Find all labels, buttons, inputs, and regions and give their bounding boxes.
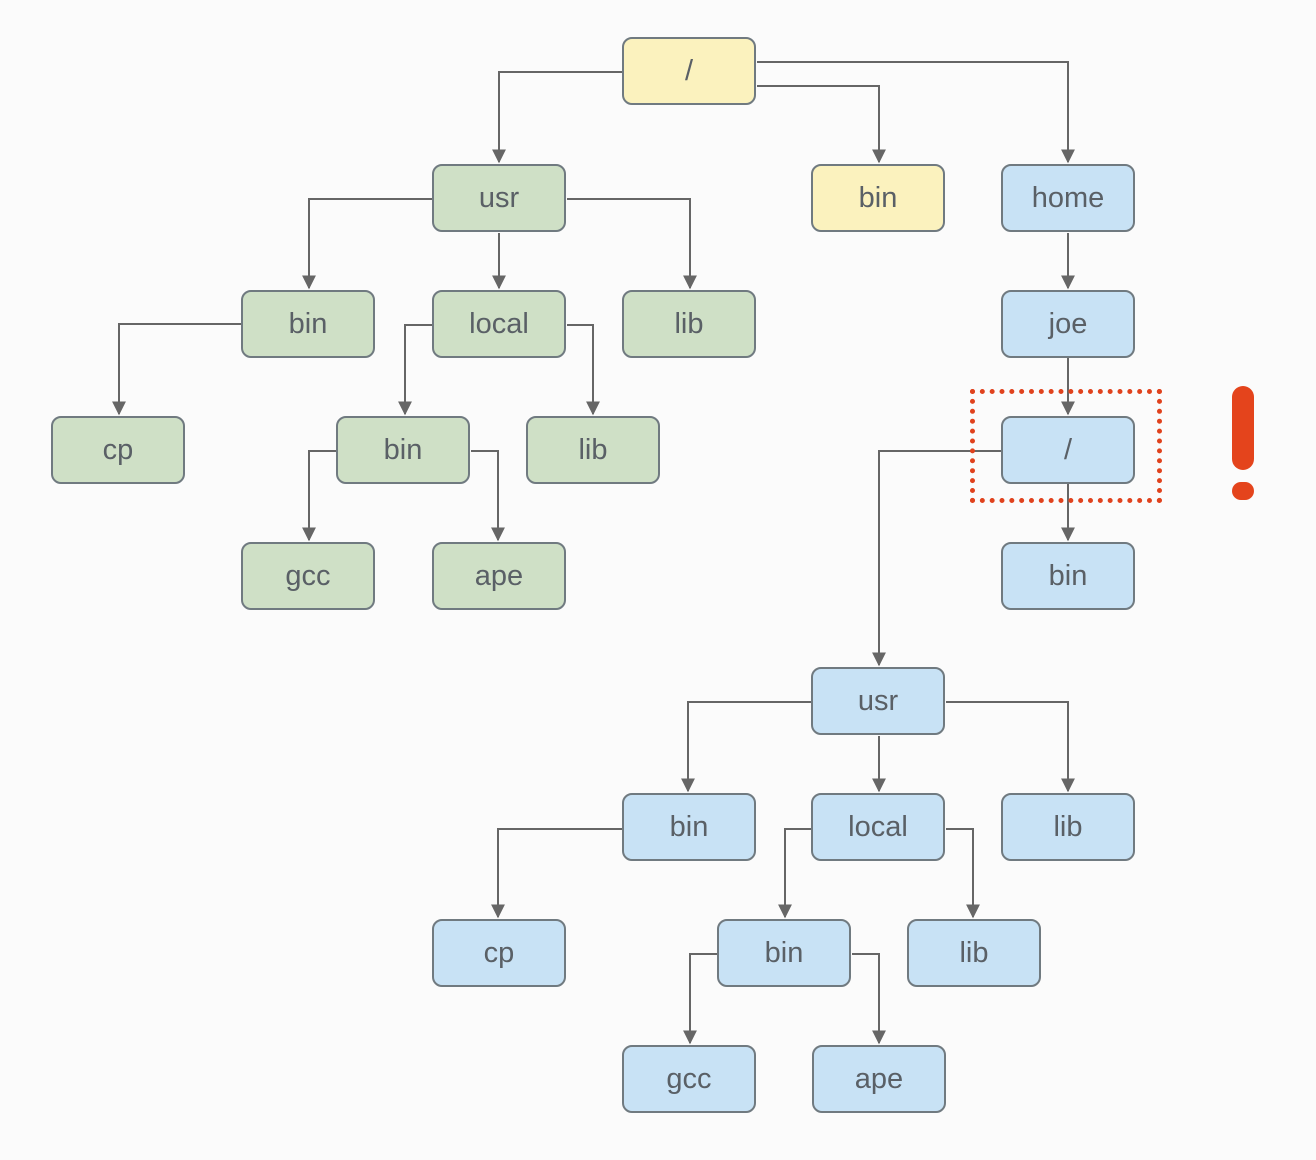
- edge-joebin-cp: [491, 828, 622, 919]
- edge-bin-cp: [112, 323, 241, 416]
- node-joe-usr[interactable]: usr: [811, 667, 945, 735]
- node-root[interactable]: /: [622, 37, 756, 105]
- node-joe-local-bin[interactable]: bin: [717, 919, 851, 987]
- node-joe-usr-lib[interactable]: lib: [1001, 793, 1135, 861]
- edge-joelocalbin-ape: [852, 953, 886, 1045]
- node-usr-local[interactable]: local: [432, 290, 566, 358]
- node-local-lib[interactable]: lib: [526, 416, 660, 484]
- node-usr-lib[interactable]: lib: [622, 290, 756, 358]
- node-joe-root[interactable]: /: [1001, 416, 1135, 484]
- edge-joeusr-bin: [681, 701, 811, 793]
- highlight-dotted-box: [970, 389, 1162, 503]
- node-usr-bin[interactable]: bin: [241, 290, 375, 358]
- edge-localbin-ape: [471, 450, 505, 542]
- node-local-bin[interactable]: bin: [336, 416, 470, 484]
- edge-local-bin: [398, 324, 432, 416]
- node-usr[interactable]: usr: [432, 164, 566, 232]
- exclamation-bar: [1232, 386, 1254, 470]
- node-home[interactable]: home: [1001, 164, 1135, 232]
- edge-root-home: [757, 61, 1075, 164]
- node-ape[interactable]: ape: [432, 542, 566, 610]
- edge-joeusr-lib: [946, 701, 1075, 793]
- exclamation-icon: [1228, 386, 1258, 504]
- edge-root-usr: [492, 71, 622, 164]
- node-joe-bin[interactable]: bin: [1001, 542, 1135, 610]
- node-joe-local-lib[interactable]: lib: [907, 919, 1041, 987]
- node-gcc[interactable]: gcc: [241, 542, 375, 610]
- exclamation-dot: [1232, 482, 1254, 500]
- edge-joelocal-bin: [778, 828, 811, 919]
- node-joe-cp[interactable]: cp: [432, 919, 566, 987]
- edge-joeroot-usr: [872, 450, 1001, 667]
- node-joe-ape[interactable]: ape: [812, 1045, 946, 1113]
- edge-root-bin: [757, 85, 886, 164]
- node-cp[interactable]: cp: [51, 416, 185, 484]
- node-joe-usr-bin[interactable]: bin: [622, 793, 756, 861]
- node-joe-usr-local[interactable]: local: [811, 793, 945, 861]
- edge-usr-bin: [302, 198, 432, 290]
- edge-joelocalbin-gcc: [683, 953, 717, 1045]
- node-joe-gcc[interactable]: gcc: [622, 1045, 756, 1113]
- edge-local-lib: [567, 324, 600, 416]
- node-joe[interactable]: joe: [1001, 290, 1135, 358]
- node-bin[interactable]: bin: [811, 164, 945, 232]
- edge-localbin-gcc: [302, 450, 336, 542]
- edge-joelocal-lib: [946, 828, 980, 919]
- edge-usr-lib: [567, 198, 697, 290]
